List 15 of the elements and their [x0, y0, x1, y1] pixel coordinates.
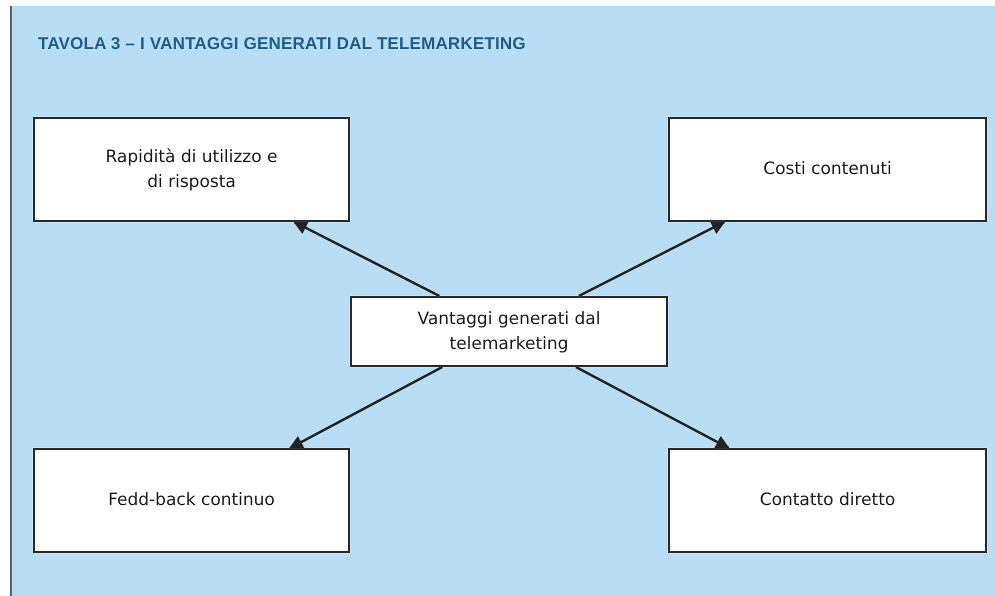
- text-box: [33, 117, 350, 222]
- arrow: [288, 366, 443, 450]
- box-label: Costi contenuti: [763, 158, 892, 182]
- text-box: [350, 296, 668, 367]
- box-label: Vantaggi generati dal telemarketing: [416, 308, 602, 356]
- arrow: [578, 220, 726, 298]
- box-label: Rapidità di utilizzo e di risposta: [104, 146, 278, 194]
- text-box: [668, 448, 987, 553]
- arrow: [293, 220, 440, 298]
- text-box: [668, 117, 987, 222]
- title: TAVOLA 3 – I VANTAGGI GENERATI DAL TELEMARKETING: [38, 34, 526, 54]
- box-label: Fedd-back continuo: [108, 489, 275, 512]
- box-label: Contatto diretto: [760, 489, 896, 512]
- text-box: [33, 448, 350, 553]
- arrow: [575, 366, 730, 450]
